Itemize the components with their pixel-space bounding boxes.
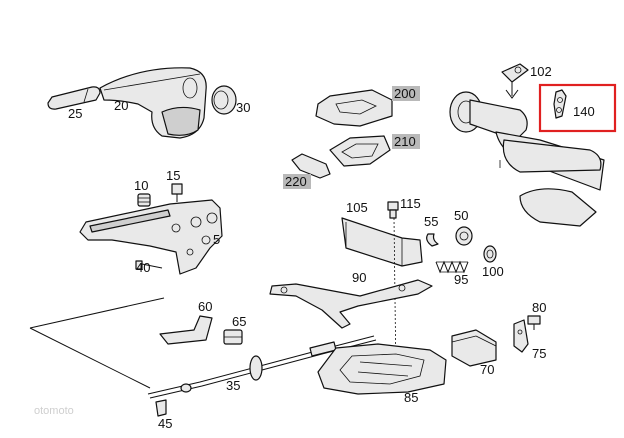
part-95-spring xyxy=(435,260,469,274)
part-5-bracket xyxy=(79,199,223,275)
label-102: 102 xyxy=(530,64,552,79)
part-80-bolt xyxy=(527,315,541,330)
highlight-box xyxy=(538,83,617,133)
part-15-bolt xyxy=(171,183,183,202)
part-75-bracket xyxy=(513,319,529,353)
part-45-clip xyxy=(155,399,167,417)
part-55-clip xyxy=(426,233,439,247)
brake-shaft-assembly xyxy=(449,91,605,227)
part-90-linkage xyxy=(269,279,433,329)
label-25: 25 xyxy=(68,106,82,121)
part-105-bracket xyxy=(341,217,423,267)
label-60: 60 xyxy=(198,299,212,314)
label-90: 90 xyxy=(352,270,366,285)
part-10-bushing xyxy=(137,193,151,207)
label-bg-210 xyxy=(392,134,420,149)
part-200-cover xyxy=(315,89,393,127)
label-55: 55 xyxy=(424,214,438,229)
part-65-clip xyxy=(223,329,243,345)
label-200: 200 xyxy=(394,86,416,101)
label-10: 10 xyxy=(134,178,148,193)
part-25-lever-grip xyxy=(47,86,101,110)
label-50: 50 xyxy=(454,208,468,223)
part-100-ring xyxy=(483,245,497,263)
label-65: 65 xyxy=(232,314,246,329)
label-30: 30 xyxy=(236,100,250,115)
label-20: 20 xyxy=(114,98,128,113)
label-70: 70 xyxy=(480,362,494,377)
part-102-bracket xyxy=(501,63,529,99)
part-220-trim xyxy=(291,153,331,179)
part-210-cover xyxy=(329,135,391,167)
part-60-bracket xyxy=(159,315,213,345)
label-40: 40 xyxy=(136,260,150,275)
part-40-bolt xyxy=(135,260,163,270)
label-15: 15 xyxy=(166,168,180,183)
part-115-bolt xyxy=(387,201,399,219)
label-35: 35 xyxy=(226,378,240,393)
label-140: 140 xyxy=(573,104,595,119)
part-140-clip xyxy=(538,83,617,133)
part-20-lever-cover xyxy=(99,67,207,139)
label-75: 75 xyxy=(532,346,546,361)
label-45: 45 xyxy=(158,416,172,431)
part-50-bushing xyxy=(455,226,473,246)
label-100: 100 xyxy=(482,264,504,279)
label-105: 105 xyxy=(346,200,368,215)
part-30-cap xyxy=(211,85,237,115)
label-85: 85 xyxy=(404,390,418,405)
part-70-block xyxy=(451,329,497,367)
label-115: 115 xyxy=(400,196,421,211)
label-210: 210 xyxy=(394,134,416,149)
leader-lines xyxy=(29,297,165,389)
label-bg-220 xyxy=(283,174,311,189)
label-220: 220 xyxy=(285,174,307,189)
watermark: otomoto xyxy=(34,405,74,417)
label-80: 80 xyxy=(532,300,546,315)
part-85-base-plate xyxy=(317,343,447,395)
label-5: 5 xyxy=(213,232,220,247)
label-95: 95 xyxy=(454,272,468,287)
label-bg-200 xyxy=(392,86,420,101)
